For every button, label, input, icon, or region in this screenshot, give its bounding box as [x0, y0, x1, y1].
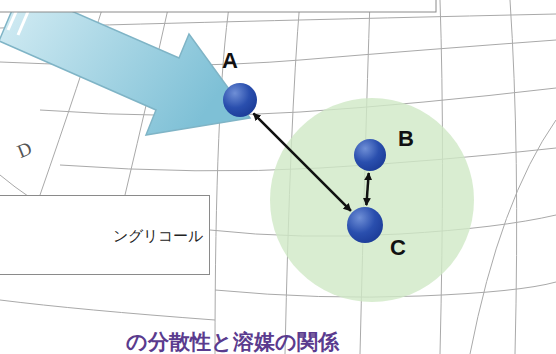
particle-label: B	[398, 128, 414, 150]
top-panel	[0, 0, 436, 12]
particle-label: C	[390, 237, 406, 259]
green-region	[270, 98, 474, 302]
section-heading: の分散性と溶媒の関係	[126, 331, 339, 354]
double-arrow	[366, 173, 368, 205]
particle-sphere: B	[354, 139, 386, 171]
double-arrow	[253, 113, 351, 210]
particle-sphere: C	[347, 207, 383, 243]
box-text: ングリコール	[113, 227, 203, 245]
particle-label: A	[222, 50, 238, 72]
big-arrow	[0, 0, 250, 135]
particle-sphere: A	[223, 83, 257, 117]
grid-mark: D	[15, 138, 36, 163]
text-box: ングリコール	[0, 195, 210, 275]
